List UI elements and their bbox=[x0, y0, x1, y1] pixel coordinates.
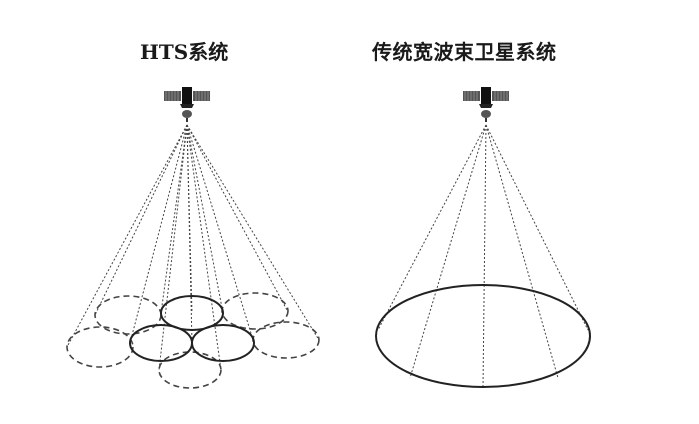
hts-satellite-icon bbox=[163, 86, 211, 123]
spot-beam-dashed bbox=[158, 351, 222, 389]
hts-adjacent-beams bbox=[66, 292, 320, 389]
spot-beam-dashed bbox=[221, 292, 289, 330]
hts-active-beams bbox=[129, 295, 255, 362]
spot-beam-solid bbox=[160, 295, 224, 331]
hts-beam-lines bbox=[66, 124, 320, 371]
spot-beam-dashed bbox=[66, 326, 134, 368]
spot-beam-dashed bbox=[252, 321, 320, 359]
spot-beam-dashed bbox=[94, 295, 162, 335]
wide-beam-satellite-icon bbox=[462, 86, 510, 123]
wide-beam-system-title: 传统宽波束卫星系统 bbox=[372, 40, 557, 64]
hts-system-title: HTS系统 bbox=[140, 40, 229, 64]
wide-beam-footprint bbox=[375, 284, 591, 388]
wide-beam-lines bbox=[377, 124, 589, 389]
spot-beam-solid bbox=[191, 324, 255, 362]
